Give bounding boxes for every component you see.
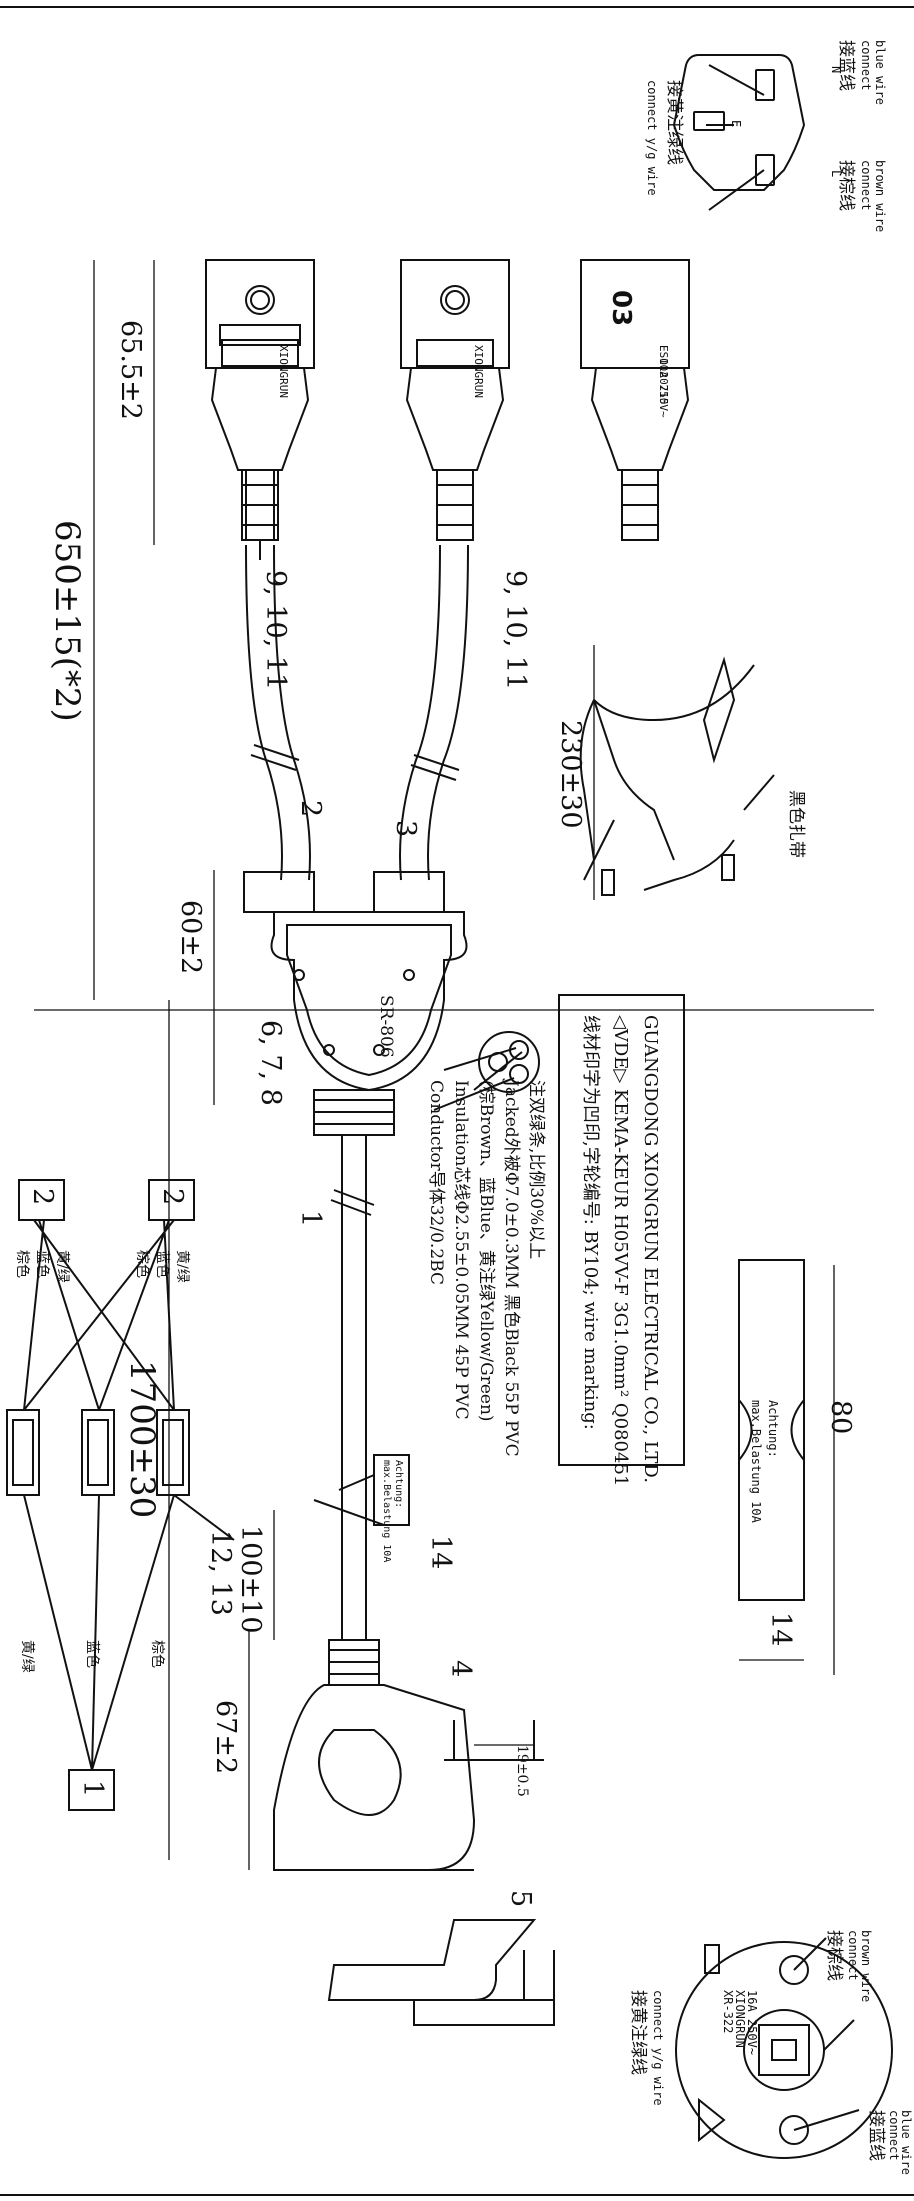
socket-brown-en2: brown wire: [873, 160, 887, 233]
marking-line-2: ◁VDE▷ KEMA-KEUR H05VV-F 3G1.0mm² Q080451: [610, 1015, 631, 1487]
marking-line-1: 线材印字为凹印,字轮编号: BY104; wire marking:: [580, 1015, 601, 1430]
label-tag: [338, 1454, 410, 1526]
cable-note-4: Jacked外被Φ7.0±0.3MM 黑色Black 55P PVC: [501, 1080, 521, 1457]
splitter-body: [243, 871, 468, 1136]
ref-cable-branch-a: 2: [295, 800, 326, 818]
wiring-c-c2: 蓝色: [84, 1640, 100, 1668]
dim-plug-length: 67±2: [210, 1700, 241, 1775]
ref-wiring-block: 12, 13: [205, 1530, 236, 1616]
bundle-sketch: [579, 656, 775, 896]
wiring-diagram: [6, 1179, 235, 1811]
wiring-b-c1: 棕色: [134, 1250, 150, 1278]
dim-label-offset: 100±10: [235, 1525, 266, 1634]
plug-blue-cn: 接蓝线: [866, 2110, 886, 2161]
wiring-c-c3: 黄/绿: [19, 1640, 35, 1673]
ref-connector-b: 9, 10, 11: [500, 570, 531, 691]
socket-yg-en: connect y/g wire: [645, 80, 659, 196]
plug-brown-en1: connect: [846, 1930, 860, 1981]
tag-text-1: Achtung:: [393, 1460, 404, 1509]
plug-face: [675, 1941, 893, 2159]
plug-brown-en2: brown wire: [859, 1930, 873, 2003]
cable-branch-a: [273, 544, 311, 881]
cable-branch-b: [427, 544, 469, 881]
ref-connector-a: 9, 10, 11: [260, 570, 291, 691]
wiring-a-c2: 蓝色: [34, 1250, 50, 1278]
wiring-box-c: 1: [77, 1780, 108, 1798]
ref-label-tag: 14: [425, 1535, 456, 1570]
dim-connector-length: 65.5±2: [115, 320, 146, 420]
marking-line-3: GUANGDONG XIONGRUN ELECTRICAL CO., LTD.: [640, 1015, 661, 1483]
wiring-c-c1: 棕色: [149, 1640, 165, 1668]
connector-b: [400, 259, 510, 541]
tag-text-2: max.Belastung 10A: [381, 1460, 392, 1563]
dimension-lines: [34, 260, 874, 1870]
dim-pin-length: 19±0.5: [514, 1745, 530, 1797]
tie-label: 黑色扎带: [786, 790, 806, 858]
wiring-box-a: 2: [27, 1188, 58, 1206]
plug-side: [273, 1639, 544, 1871]
dim-bundle-length: 230±30: [555, 720, 586, 829]
socket-face: [672, 54, 806, 191]
connector-c: [580, 259, 690, 541]
socket-blue-cn: 接蓝线: [836, 40, 856, 91]
conn-a-mark1: XIONGRUN: [277, 345, 290, 398]
socket-blue-en2: blue wire: [873, 40, 887, 106]
ref-cable-branch-b: 3: [390, 820, 421, 838]
brown-leader: [708, 169, 765, 211]
blue-leader: [708, 64, 765, 96]
label-text-2: max.Belastung 10A: [749, 1400, 763, 1523]
cable-note-5: 注双绿条,比例30%以上: [526, 1080, 546, 1260]
plug-brown-cn: 接棕线: [824, 1930, 844, 1981]
ref-splitter: 6, 7, 8: [255, 1020, 286, 1106]
cert-mark: 03: [606, 290, 636, 327]
dim-total-length: 1700±30: [122, 1360, 162, 1519]
dim-branch-length: 650±15(*2): [47, 520, 87, 722]
socket-brown-cn: 接棕线: [836, 160, 856, 211]
socket-brown-en1: connect: [859, 160, 873, 211]
socket-blue-en1: connect: [859, 40, 873, 91]
marking-box: [558, 994, 685, 1466]
label-text-1: Achtung:: [766, 1400, 780, 1458]
conn-c-mark2: 10A 250V~: [657, 358, 670, 418]
socket-yg-cn: 接黄注绿线: [664, 80, 684, 165]
plug-yg-cn: 接黄注绿线: [628, 1990, 648, 2075]
plug-top: [327, 1919, 555, 2026]
socket-pin-e: E: [729, 120, 743, 128]
ref-plug-body: 4: [445, 1660, 476, 1678]
dim-label-height: 14: [765, 1612, 796, 1647]
ref-plug-pins: 5: [505, 1890, 536, 1908]
sheet-border-top: [0, 6, 914, 8]
plug-yg-en: connect y/g wire: [651, 1990, 665, 2106]
cable-note-2: Insulation芯线Φ2.55±0.05MM 45P PVC: [451, 1080, 471, 1420]
wiring-b-c3: 黄/绿: [174, 1250, 190, 1283]
plug-blue-en2: blue wire: [899, 2110, 913, 2176]
ref-cable-main: 1: [295, 1210, 326, 1228]
splitter-label: SR-806: [376, 995, 396, 1058]
conn-b-mark1: XIONGRUN: [472, 345, 485, 398]
sheet-border-bottom: [0, 2194, 914, 2196]
plug-mark-3: 16A 250V~: [745, 1990, 759, 2056]
cable-main: [341, 1135, 367, 1640]
dim-split-length: 60±2: [175, 900, 206, 975]
wiring-a-c3: 黄/绿: [54, 1250, 70, 1283]
connector-a: [205, 259, 315, 560]
cable-note-1: Conductor导体32/0.2BC: [426, 1080, 446, 1285]
wiring-b-c2: 蓝色: [154, 1250, 170, 1278]
cable-note-3: (棕Brown、蓝Blue、黄注绿Yellow/Green): [476, 1080, 496, 1422]
dim-label-width: 80: [825, 1400, 856, 1435]
wiring-box-b: 2: [157, 1188, 188, 1206]
cable-cross-section: [433, 1031, 540, 1111]
wiring-a-c1: 棕色: [14, 1250, 30, 1278]
